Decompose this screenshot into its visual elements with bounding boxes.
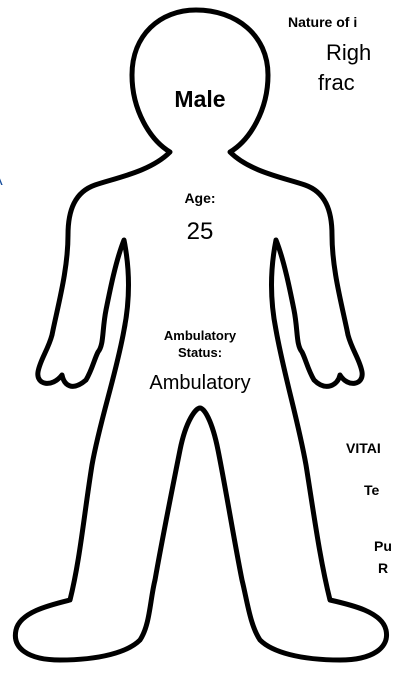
pulse-label: Pu (374, 538, 392, 554)
ambulatory-label-line1: Ambulatory (164, 328, 236, 343)
left-edge-mark: A (0, 172, 3, 190)
vitals-label: VITAI (346, 440, 381, 456)
injury-value-line2: frac (318, 70, 355, 96)
resp-label: R (378, 560, 388, 576)
temp-label: Te (364, 482, 379, 498)
ambulatory-label-line2: Status: (178, 345, 222, 360)
ambulatory-value: Ambulatory (149, 372, 250, 395)
injury-label: Nature of i (288, 14, 357, 30)
age-label: Age: (184, 190, 215, 206)
injury-value-line1: Righ (326, 40, 371, 66)
age-value: 25 (187, 218, 214, 246)
sex-label: Male (174, 86, 225, 113)
